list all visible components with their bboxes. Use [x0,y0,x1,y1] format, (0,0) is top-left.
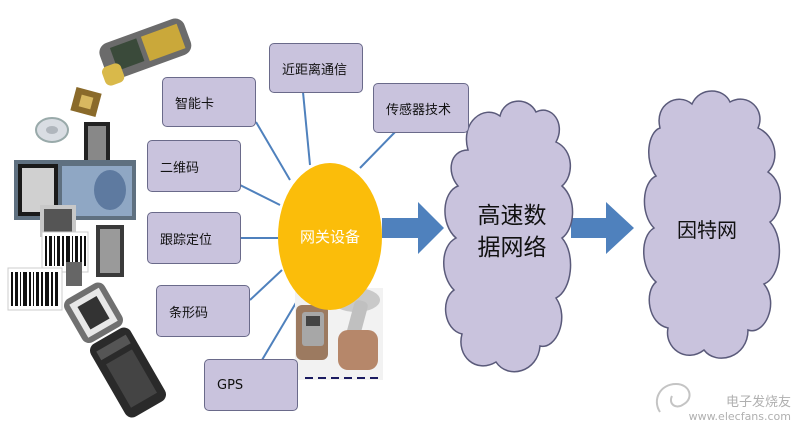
connector-smartcard [255,121,291,181]
connector-nfc [302,91,311,166]
watermark-title: 电子发烧友 [725,395,791,410]
connector-sensor [359,129,398,169]
box-tracking: 跟踪定位 [147,212,241,264]
box-barcode: 条形码 [156,285,250,337]
connector-qrcode [239,184,281,206]
box-smartcard-label: 智能卡 [175,96,215,112]
arrow-network-to-internet [571,202,634,254]
gateway-hub: 网关设备 [278,163,382,310]
box-gps: GPS [204,359,298,411]
box-nfc: 近距离通信 [269,43,363,93]
box-tracking-label: 跟踪定位 [160,232,213,248]
box-sensor-label: 传感器技术 [386,102,452,118]
cloud-internet-label-text: 因特网 [677,218,737,242]
cloud-network-shape [443,100,574,373]
device-collage-image [7,18,192,418]
box-qrcode: 二维码 [147,140,241,192]
watermark-url: www.elecfans.com [688,410,791,423]
box-gps-label: GPS [217,377,244,393]
box-barcode-label: 条形码 [169,305,209,321]
cloud-network-label-line1: 高速数 [477,203,547,229]
cloud-network-label-line2: 据网络 [477,235,547,261]
arrow-hub-to-network [382,202,444,254]
box-sensor: 传感器技术 [373,83,469,133]
connector-barcode [249,269,283,301]
box-nfc-label: 近距离通信 [282,62,348,78]
box-qrcode-label: 二维码 [160,160,200,176]
elecfans-logo-icon [655,382,691,413]
scanner-photo-image [295,288,383,380]
connector-gps [261,295,301,361]
cloud-internet-label: 因特网 [652,216,762,244]
watermark: 电子发烧友 www.elecfans.com [689,396,791,424]
cloud-network-label: 高速数 据网络 [462,200,562,264]
box-smartcard: 智能卡 [162,77,256,127]
cloud-internet-shape [643,90,781,359]
gateway-hub-label: 网关设备 [299,228,360,246]
